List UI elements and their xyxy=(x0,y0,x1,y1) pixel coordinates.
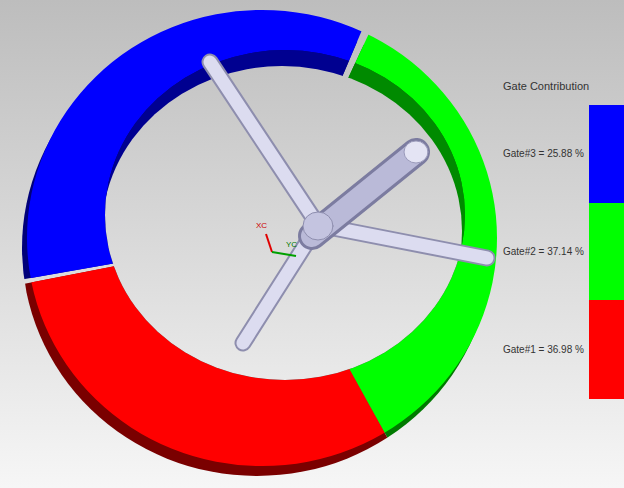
axis-label: XC xyxy=(256,221,267,230)
legend-swatch xyxy=(589,300,624,398)
legend-text: Gate#1 = 36.98 % xyxy=(503,344,584,356)
legend-swatch xyxy=(589,105,624,203)
legend-text: Gate#2 = 37.14 % xyxy=(503,246,584,258)
axis-label: YC xyxy=(286,240,297,249)
hole xyxy=(102,66,462,396)
legend-title: Gate Contribution xyxy=(503,80,589,93)
runner-spokes xyxy=(210,62,487,343)
legend-swatch xyxy=(589,203,624,301)
legend-text: Gate#3 = 25.88 % xyxy=(503,148,584,160)
